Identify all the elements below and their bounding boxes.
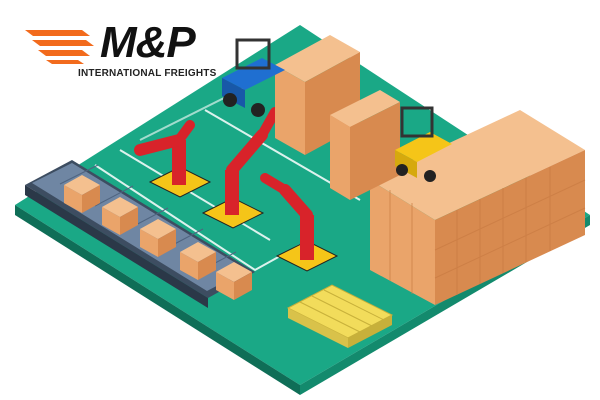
pallet-icon [286,284,394,348]
box-icon [102,197,138,235]
speed-lines-icon [25,30,94,64]
robot-arm-icon [134,107,314,260]
logo-tagline: INTERNATIONAL FREIGHTS [78,68,217,79]
logo-mark: M&P [100,18,196,67]
company-logo: M&P INTERNATIONAL FREIGHTS [20,18,216,88]
conveyor-boxes [64,175,252,300]
stacked-boxes-back [275,35,400,200]
box-icon [64,175,100,213]
box-icon [216,262,252,300]
stacked-boxes [370,110,586,305]
box-icon [180,242,216,280]
forklift-icon [222,38,285,117]
box-icon [140,219,176,257]
forklift-icon [395,106,452,182]
